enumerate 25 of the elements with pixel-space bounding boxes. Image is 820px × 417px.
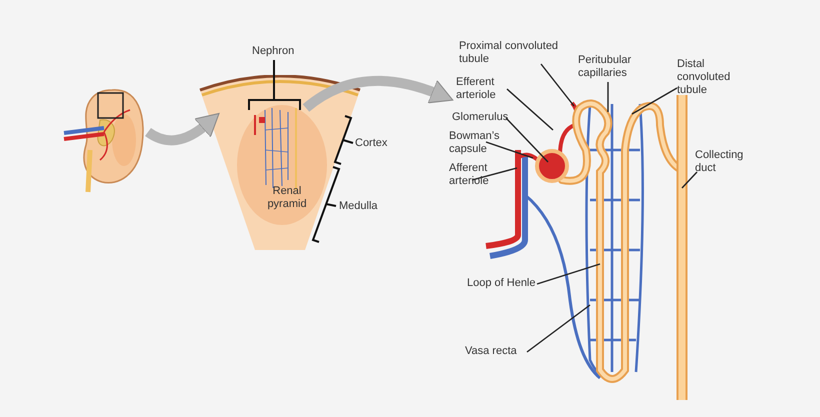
leader-line (472, 167, 518, 181)
leader-line (536, 263, 600, 285)
part-label: Efferent arteriole (456, 76, 512, 102)
region-label: Renal pyramid (266, 185, 308, 211)
leader-line (506, 118, 548, 162)
part-label: Glomerulus (452, 111, 524, 124)
region-label: Medulla (339, 200, 379, 213)
part-label: Distal convoluted tubule (677, 58, 747, 97)
curved-arrow (302, 76, 454, 112)
part-label: Peritubular capillaries (578, 54, 644, 80)
part-label: Collecting duct (695, 149, 757, 175)
part-label: Bowman’s capsule (449, 130, 507, 156)
leader-line (681, 172, 698, 188)
part-label: Loop of Henle (467, 277, 557, 290)
leader-line (526, 304, 590, 353)
leader-line (632, 87, 678, 115)
part-label: Proximal convoluted tubule (459, 40, 577, 66)
region-label: Cortex (355, 137, 388, 150)
leader-line (607, 82, 609, 112)
structure-label: Nephron (252, 45, 296, 58)
part-label: Afferent arteriole (449, 162, 507, 188)
leader-line (540, 64, 575, 106)
leader-line (486, 141, 534, 159)
leader-line (506, 88, 554, 131)
part-label: Vasa recta (465, 345, 545, 358)
